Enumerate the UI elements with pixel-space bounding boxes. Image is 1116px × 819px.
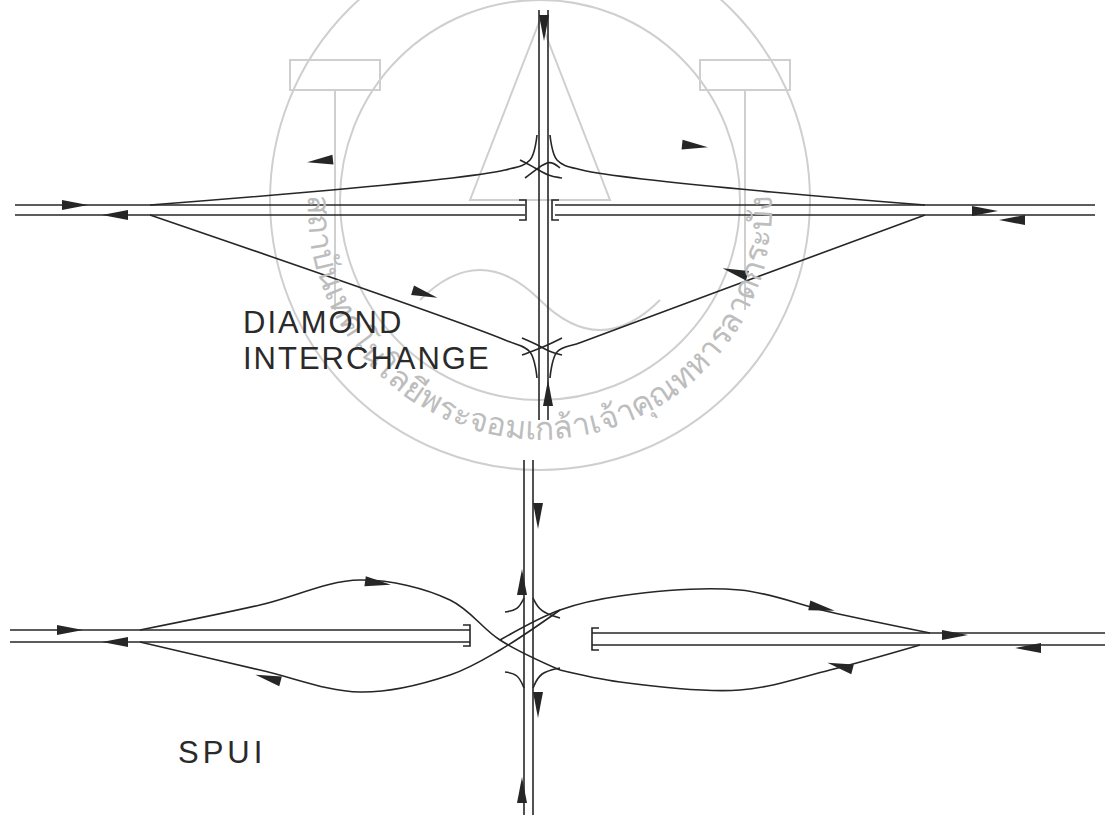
direction-arrow bbox=[102, 210, 128, 220]
road-line bbox=[15, 204, 525, 206]
road-line bbox=[15, 214, 525, 216]
road-line bbox=[555, 204, 1095, 206]
road-line bbox=[532, 460, 534, 815]
direction-arrow bbox=[543, 380, 553, 406]
road-line bbox=[533, 598, 560, 618]
road-line bbox=[550, 135, 925, 205]
road-line bbox=[505, 598, 524, 612]
road-line bbox=[522, 338, 562, 355]
road-line bbox=[523, 460, 525, 815]
direction-arrow bbox=[682, 140, 708, 150]
road-line bbox=[505, 672, 524, 688]
road-line bbox=[10, 641, 470, 643]
direction-arrow bbox=[808, 600, 834, 610]
road-line bbox=[533, 668, 560, 688]
bridge-end bbox=[552, 200, 559, 220]
road-line bbox=[140, 610, 560, 692]
direction-arrow bbox=[533, 503, 543, 529]
direction-arrow bbox=[539, 15, 549, 41]
bridge-end bbox=[519, 200, 526, 220]
direction-arrow bbox=[999, 215, 1025, 225]
road-line bbox=[592, 632, 1105, 634]
direction-arrow bbox=[942, 630, 968, 640]
direction-arrow bbox=[533, 692, 543, 718]
direction-arrow bbox=[972, 206, 998, 216]
direction-arrow bbox=[62, 200, 88, 210]
road-line bbox=[150, 135, 537, 205]
road-line bbox=[520, 160, 562, 178]
direction-arrow bbox=[255, 675, 281, 687]
road-line bbox=[500, 589, 930, 640]
interchange-title: DIAMOND INTERCHANGE bbox=[243, 305, 493, 376]
direction-arrow bbox=[102, 637, 128, 647]
road-line bbox=[547, 10, 549, 420]
bridge-end bbox=[463, 625, 470, 646]
road-line bbox=[538, 10, 540, 420]
bridge-end bbox=[592, 628, 599, 650]
road-line bbox=[555, 214, 1095, 216]
direction-arrow bbox=[364, 576, 390, 586]
direction-arrow bbox=[57, 625, 83, 635]
direction-arrow bbox=[411, 285, 437, 297]
watermark-seal bbox=[270, 0, 810, 470]
interchange-title: SPUI bbox=[178, 735, 318, 771]
direction-arrow bbox=[517, 569, 527, 595]
direction-arrow bbox=[827, 663, 853, 675]
direction-arrow bbox=[307, 155, 333, 165]
direction-arrow bbox=[1015, 643, 1041, 653]
road-line bbox=[560, 645, 920, 691]
road-line bbox=[522, 338, 562, 355]
direction-arrow bbox=[517, 777, 527, 803]
